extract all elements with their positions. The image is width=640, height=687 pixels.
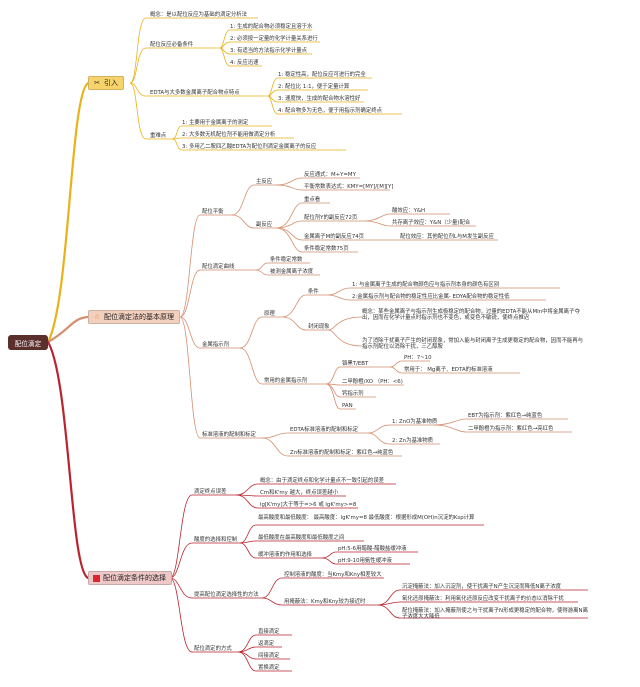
- y-side-reaction[interactable]: 配位剂Y的副反应72页: [304, 215, 358, 221]
- intro-keypoint-item[interactable]: 1: 主要用于金属离子的测定: [182, 120, 249, 126]
- intro-concept[interactable]: 概念：是以配位反应为基础的滴定分析法: [150, 12, 248, 18]
- edta-standard-label[interactable]: EDTA标准溶液的配制和标定: [290, 427, 359, 433]
- intro-condition-item[interactable]: 1: 生成的配合物必须稳定且溶于水: [230, 24, 313, 30]
- branch-conditions[interactable]: 配位滴定条件的选择: [88, 571, 172, 585]
- zno-standard[interactable]: 1: ZnO为基准物质: [392, 419, 438, 425]
- acidity-highest-lowest[interactable]: 最高酸度和最低酸度： 最高酸度：lgK'my=8 最低酸度：根据形成M(OH)n…: [258, 515, 475, 521]
- acidity-range[interactable]: 最低酸度在最高酸度和最低酸度之间: [258, 535, 345, 541]
- acid-effect[interactable]: 酸效应：Y&H: [392, 208, 426, 214]
- intro-keypoint-item[interactable]: 3: 多用乙二胺四乙酸EDTA为配位剂滴定金属离子的反应: [182, 144, 317, 150]
- zn-standard[interactable]: 2: Zn为基准物质: [392, 438, 434, 444]
- intro-keypoint-item[interactable]: 2: 大多数无机配位剂不能用做滴定分析: [182, 132, 276, 138]
- curve-item[interactable]: 条件稳定常数: [270, 257, 303, 263]
- flag-icon: [93, 574, 100, 582]
- m-side-reaction[interactable]: 金属离子M的副反应74页: [304, 234, 365, 240]
- intro-keypoints-label[interactable]: 重难点: [150, 133, 167, 139]
- masking-method[interactable]: 配位掩蔽法：加入掩蔽剂使之与干扰离子N形成更稳定的配合物，使得游离N离子浓度大大…: [402, 608, 588, 621]
- selectivity-label[interactable]: 提高配位滴定选择性的方法: [194, 592, 259, 598]
- tools-icon: ✂: [94, 79, 100, 87]
- indicator-condition-item[interactable]: 2:金属指示剂与配合物的稳定性应比金属- EDYA配合物的稳定性低: [352, 294, 510, 300]
- mode-item[interactable]: 置换滴定: [258, 665, 280, 671]
- error-item[interactable]: lg[K'my]大于等于=>6 或 lgK'my>=8: [260, 502, 357, 508]
- intro-edta-label[interactable]: EDTA与大多数金属离子配合物点特点: [150, 90, 240, 96]
- acidity-label[interactable]: 酸度的选择和控制: [194, 537, 238, 543]
- standard-label[interactable]: 标准溶液的配制和标定: [202, 432, 256, 438]
- blocking-label[interactable]: 封闭现象: [308, 324, 330, 330]
- indicator-other[interactable]: PAN: [342, 403, 353, 409]
- intro-conditions-label[interactable]: 配位反应必备条件: [150, 42, 194, 48]
- zn-standard-solution[interactable]: Zn标准溶液的配制和标定：紫红色→纯蓝色: [290, 450, 394, 456]
- curve-label[interactable]: 配位滴定曲线: [202, 264, 235, 270]
- branch-principle[interactable]: ☆ 配位滴定法的基本原理: [88, 310, 180, 324]
- indicator-ebt-ph[interactable]: PH：7~10: [404, 355, 432, 361]
- side-influence[interactable]: 重点看: [304, 197, 321, 203]
- buffer-item[interactable]: pH:5-6用醋酸-醋酸盐缓冲液: [338, 546, 407, 552]
- acidity-control[interactable]: 控制溶液的酸度：当Kmy和Kny相差较大: [284, 572, 382, 578]
- intro-edta-item[interactable]: 4: 配合物多为无色，便于用指示剂确定终点: [278, 108, 382, 114]
- branch-principle-label: 配位滴定法的基本原理: [104, 313, 174, 321]
- mode-item[interactable]: 间接滴定: [258, 653, 280, 659]
- root-node[interactable]: 配位滴定: [8, 335, 48, 350]
- masking-label[interactable]: 用掩蔽法：Kmy和Kny较为接近时: [284, 599, 366, 605]
- branch-intro-label: 引入: [104, 79, 118, 87]
- indicator-label[interactable]: 金属指示剂: [202, 342, 229, 348]
- indicator-other[interactable]: 钙指示剂: [342, 391, 364, 397]
- error-item[interactable]: 概念：由于滴定终点和化学计量点不一致引起的误差: [260, 478, 384, 484]
- intro-condition-item[interactable]: 4: 反应迅速: [230, 60, 259, 66]
- branch-conditions-label: 配位滴定条件的选择: [103, 574, 166, 582]
- indicator-xo[interactable]: 二甲酚橙/XO （PH：<6): [342, 379, 403, 385]
- star-icon: ☆: [93, 313, 101, 321]
- intro-edta-item[interactable]: 2: 配位比 1:1，便于定量计算: [278, 84, 350, 90]
- masking-method[interactable]: 沉淀掩蔽法：加入沉淀剂，使干扰离子N产生沉淀而降低N离子浓度: [402, 584, 562, 590]
- blocking-solution[interactable]: 为了消除干扰离子产生的封闭现象，常加入能与封闭离子生成更稳定的配合物，因而不能再…: [362, 338, 584, 351]
- mode-item[interactable]: 直接滴定: [258, 629, 280, 635]
- side-reaction-label[interactable]: 副反应: [256, 222, 273, 228]
- coord-effect[interactable]: 配位效应：其他配位剂L与M发生副反应: [400, 234, 494, 240]
- buffer-item[interactable]: pH:9-10用氨性缓冲液: [338, 558, 392, 564]
- error-item[interactable]: Cm和K'my 越大，终点误差越小: [260, 490, 339, 496]
- curve-item[interactable]: 被测金属离子浓度: [270, 269, 314, 275]
- main-reaction-item[interactable]: 平衡常数表达式：KMY=[MY]/[M][Y]: [304, 184, 394, 190]
- intro-edta-item[interactable]: 1: 稳定性高，配位反应可进行的完全: [278, 72, 366, 78]
- ebt-indicator-color[interactable]: EBT为指示剂：紫红色→纯蓝色: [468, 413, 543, 419]
- blocking-concept[interactable]: 概念：某些金属离子与指示剂生成极稳定的配合物，过量的EDTA不能从MIn中将金属…: [362, 309, 580, 322]
- intro-edta-item[interactable]: 3: 速度快，生成的配合物水溶性好: [278, 96, 361, 102]
- common-indicators-label[interactable]: 常用的金属指示剂: [264, 378, 308, 384]
- intro-condition-item[interactable]: 3: 有适当的方法指示化学计量点: [230, 48, 308, 54]
- main-reaction-label[interactable]: 主反应: [256, 179, 273, 185]
- indicator-condition-item[interactable]: 1: 与金属离子生成的配合物颜色应与指示剂本身的颜色有区别: [352, 282, 500, 288]
- xo-indicator-color[interactable]: 二甲酚橙为指示剂：紫红色→亮红色: [468, 426, 554, 432]
- modes-label[interactable]: 配位滴定的方式: [194, 646, 232, 652]
- error-label[interactable]: 滴定终点误差: [194, 489, 227, 495]
- buffer-label[interactable]: 缓冲溶液的作用和选择: [258, 552, 312, 558]
- indicator-ebt-use[interactable]: 常用于： Mg离子、EDTA的标准溶液: [404, 367, 493, 373]
- mode-item[interactable]: 返滴定: [258, 641, 275, 647]
- balance-label[interactable]: 配位平衡: [202, 209, 224, 215]
- cond-stability-constant[interactable]: 条件稳定常数75页: [304, 246, 349, 252]
- intro-condition-item[interactable]: 2: 必须按一定量的化学计量关系进行: [230, 36, 318, 42]
- main-reaction-item[interactable]: 反应通式：M+Y=MY: [304, 172, 356, 178]
- branch-intro[interactable]: ✂ 引入: [88, 76, 124, 90]
- indicator-principle-label[interactable]: 原理: [264, 311, 275, 317]
- coexist-ion-effect[interactable]: 共存离子效应：Y&N（少量)配合: [392, 220, 471, 226]
- indicator-ebt[interactable]: 铬黑T/EBT: [342, 361, 369, 367]
- masking-method[interactable]: 氧化还原掩蔽法：利用氧化还原反应改变干扰离子的价态以消除干扰: [402, 596, 564, 602]
- indicator-condition-label[interactable]: 条件: [308, 289, 319, 295]
